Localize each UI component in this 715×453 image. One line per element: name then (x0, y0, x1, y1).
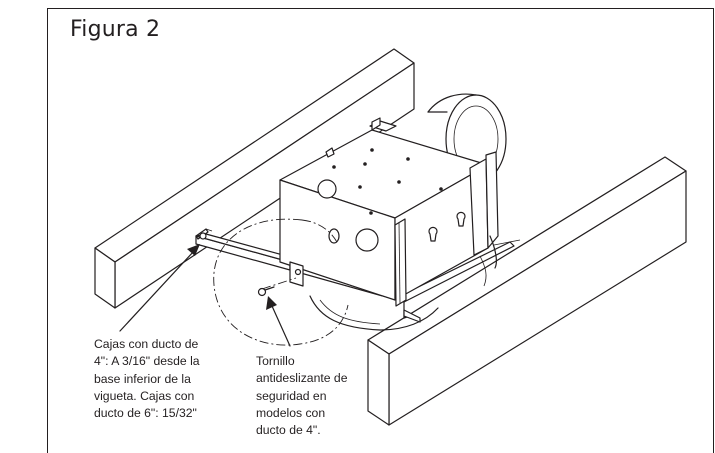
caption-line: vigueta. Cajas con (94, 388, 195, 403)
caption-line: antideslizante de (256, 371, 348, 386)
caption-line: Cajas con ducto de (94, 337, 199, 351)
fan-housing (279, 117, 499, 331)
screw-icon (257, 286, 275, 297)
left-joist (94, 48, 415, 309)
caption-line: Tornillo (256, 354, 295, 368)
screw-caption: Tornillo antideslizante de seguridad en … (256, 353, 347, 439)
detail-circle (213, 218, 349, 346)
detail-circle-arc (301, 219, 339, 245)
figure-frame (47, 8, 714, 453)
arrow-to-screw (266, 296, 291, 347)
caption-line: 4": A 3/16" desde la (94, 354, 200, 369)
right-joist (367, 156, 687, 426)
caption-line: base inferior de la (94, 371, 191, 386)
caption-line: seguridad en (256, 388, 327, 403)
box-position-caption: Cajas con ducto de 4": A 3/16" desde la … (94, 336, 200, 422)
arrow-to-bracket (119, 244, 200, 332)
caption-line: ducto de 4". (256, 423, 321, 438)
caption-line: ducto de 6": 15/32" (94, 406, 197, 421)
detail-leader (261, 277, 297, 290)
figure-title: Figura 2 (70, 17, 161, 42)
caption-line: modelos con (256, 405, 326, 420)
